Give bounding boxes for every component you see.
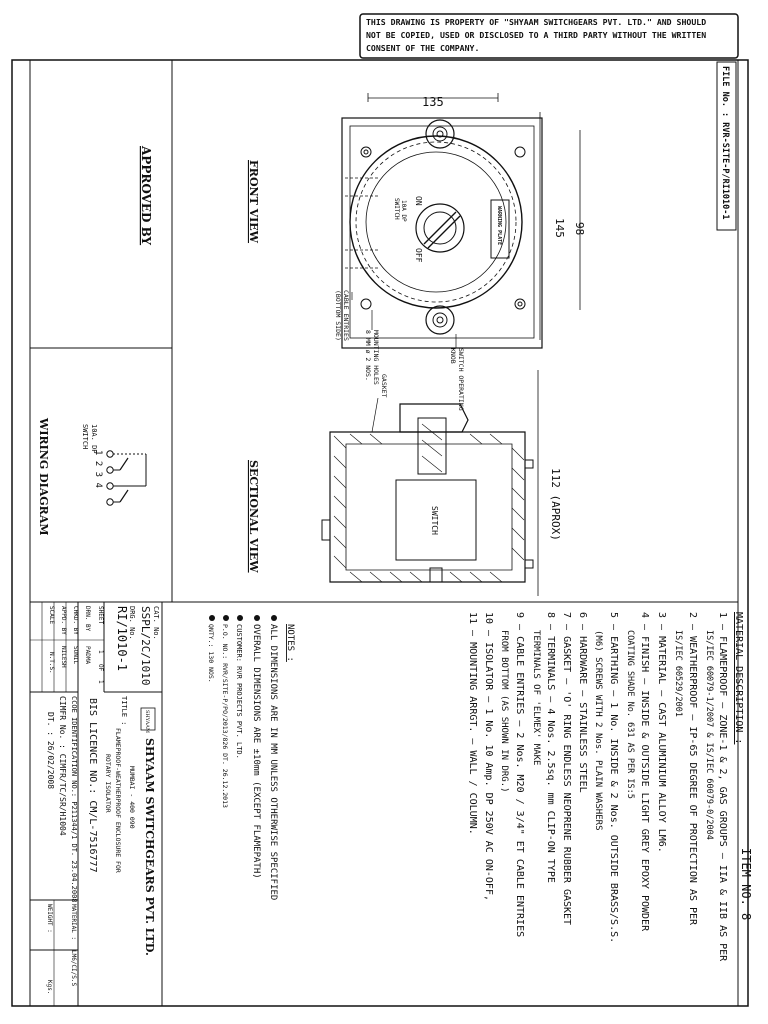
title-label: TITLE : <box>120 696 128 726</box>
material-line: 3 – MATERIAL – CAST ALUMINIUM ALLOY LM6. <box>656 612 667 853</box>
sheet-label: SHEET <box>97 606 104 624</box>
material-line: 5 – EARTHING – 1 No. INSIDE & 2 Nos. OUT… <box>608 612 619 943</box>
material-line: 9 – CABLE ENTRIES – 2 Nos. M20 / 3/4" ET… <box>514 612 525 937</box>
weight-value: Kgs. <box>46 980 53 994</box>
scale-label: SCALE <box>48 606 55 624</box>
material-value: LM6/CI/S.S <box>70 950 77 987</box>
material-line: (M6) SCREWS WITH 2 Nos. PLAIN WASHERS <box>593 630 603 830</box>
material-line: IS/IEC 60529/2001 <box>673 630 683 717</box>
file-no: FILE No. : RVR-SITE-P/RI1010-1 <box>720 66 730 220</box>
sheet-1: 1 <box>97 650 104 654</box>
note-line: P.O. NO.: RVR/SITE-P/PO/2013/826 DT. 26.… <box>221 624 229 808</box>
material-line: TERMINALS OF 'ELMEX' MAKE <box>531 630 541 765</box>
drn-label: DRN. BY <box>84 606 91 632</box>
cimfr-dt: DT. : 26/02/2008 <box>46 712 55 789</box>
dim-width: 135 <box>422 95 444 109</box>
label-on: ON <box>414 196 423 206</box>
wiring-diagram: 10A. DP SWITCH 1 2 3 4 WIRING DIAGRAM <box>37 417 147 536</box>
appd-by: NILESH <box>60 646 67 668</box>
sheet-2: 1 <box>97 680 104 684</box>
wiring-title: WIRING DIAGRAM <box>37 417 50 536</box>
approved-by: APPROVED BY <box>139 145 153 246</box>
front-view: FRONT VIEW 135 145 98 <box>247 93 586 411</box>
note-line: OVERALL DIMENSIONS ARE ±10mm (EXCEPT FLA… <box>251 624 261 879</box>
material-line: IS/IEC 60079-1/2007 & IS/IEC 60079-0/200… <box>704 630 714 840</box>
title-line-1: FLAMEPROOF-WEATHERPROOF ENCLOSURE FOR <box>114 728 122 873</box>
sectional-view-title: SECTIONAL VIEW <box>247 460 260 573</box>
material-line: 10 – ISOLATOR – 1 No. 10 Amp. DP 250V AC… <box>483 612 494 901</box>
cable-entries-1: CABLE ENTRIES <box>342 290 350 341</box>
title-block: CAT. No. SSPL/2C/1010 DRG. No. RI/1010-1… <box>30 602 163 1006</box>
chkd-label: CHKD. BY <box>72 606 79 635</box>
scale: N.T.S. <box>48 652 55 674</box>
material-line: 8 – TERMINALS – 4 Nos. 2.5sq. mm CLIP-ON… <box>545 612 556 883</box>
ccoe-id: CCOE IDENTIFICATION NO.: P211344/1 DT. 2… <box>70 696 78 903</box>
mounting-holes-2: 8 MM ø 2 NOS. <box>364 330 372 381</box>
drg-no-label: DRG. No. <box>128 606 136 640</box>
cat-no-label: CAT. No. <box>152 606 160 640</box>
title-line-2: ROTARY ISOLATOR <box>104 754 112 813</box>
cimfr-no: CIMFR No. : CIMFR/TC/SR/H1004 <box>58 696 67 836</box>
item-no: ITEM NO. 8 <box>739 848 753 920</box>
notice-box <box>359 13 739 59</box>
dim-inner: 98 <box>573 222 586 235</box>
notes-title: NOTES : <box>285 624 295 662</box>
sectional-view: SECTIONAL VIEW GASKET 112 (APROX) SWITCH <box>247 370 562 596</box>
material-line: 1 – FLAMEPROOF – ZONE-1 & 2, GAS GROUPS … <box>717 612 728 962</box>
mounting-holes-1: MOUNTING HOLES <box>372 330 380 385</box>
material-line: 7 – GASKET – 'O' RING ENDLESS NEOPRENE R… <box>561 612 572 925</box>
material-line: 4 – FINISH – INSIDE & OUTSIDE LIGHT GREY… <box>639 612 650 932</box>
cat-no: SSPL/2C/1010 <box>139 606 152 685</box>
weight-label: WEIGHT : <box>46 904 53 933</box>
material-label: MATERIAL : <box>70 904 77 940</box>
note-line: CUSTOMER: RVR PROJECTS PVT. LTD. <box>235 624 243 759</box>
material-title: MATERIAL DESCRIPTION : <box>733 612 744 744</box>
switch-label: SWITCH <box>430 506 439 535</box>
notes: NOTES : ALL DIMENSIONS ARE IN MM UNLESS … <box>207 615 295 900</box>
dim-depth: 112 (APROX) <box>549 468 562 541</box>
wiring-label-2: SWITCH <box>81 424 89 449</box>
label-off: OFF <box>414 248 423 263</box>
warning-plate-label: WARNING PLATE <box>496 206 502 245</box>
material-line: FROM BOTTOM (AS SHOWN IN DRG.) <box>499 630 509 793</box>
front-view-title: FRONT VIEW <box>247 160 260 244</box>
company-name: SHYAAM SWITCHGEARS PVT. LTD. <box>143 738 156 956</box>
notice-line-2: NOT BE COPIED, USED OR DISCLOSED TO A TH… <box>366 30 706 40</box>
gasket-label: GASKET <box>380 374 388 398</box>
chkd-by: SUNIL <box>72 646 79 664</box>
dim-height: 145 <box>553 218 566 238</box>
wiring-terminals: 1 2 3 4 <box>93 450 103 488</box>
company-logo-text: SHYAAM <box>144 710 150 733</box>
drn-by: PADMA <box>84 646 91 664</box>
wiring-label-1: 10A. DP <box>90 424 98 454</box>
note-line: ALL DIMENSIONS ARE IN MM UNLESS OTHERWIS… <box>268 624 278 900</box>
drg-no: RI/1010-1 <box>115 606 129 671</box>
company-city: MUMBAI - 400 090 <box>128 766 136 829</box>
switch-knob-2: KNOB <box>449 348 457 364</box>
company-logo <box>140 707 156 731</box>
file-no-box <box>716 61 737 231</box>
notice-line-3: CONSENT OF THE COMPANY. <box>366 43 479 53</box>
material-description: MATERIAL DESCRIPTION : 1 – FLAMEPROOF – … <box>467 612 744 962</box>
appd-label: APPD. BY <box>60 606 67 635</box>
switch-rating-1: 10A DP <box>400 200 407 222</box>
sheet-of: OF <box>97 664 104 672</box>
note-line: QNTY.: 130 NOS. <box>207 624 215 683</box>
material-line: 6 – HARDWARE – STAINLESS STEEL <box>577 612 588 793</box>
switch-rating-2: SWITCH <box>393 198 400 220</box>
cable-entries-2: (BOTTOM SIDE) <box>334 290 342 341</box>
material-line: COATING SHADE No. 631 AS PER IS:5 <box>625 630 635 799</box>
outer-border <box>11 59 749 1007</box>
bis-licence: BIS LICENCE NO.: CM/L-7516777 <box>87 698 98 873</box>
material-line: 11 – MOUNTING ARRGT. – WALL / COLUMN. <box>467 612 478 835</box>
switch-knob-1: SWITCH OPERATING <box>457 348 465 411</box>
notice-line-1: THIS DRAWING IS PROPERTY OF "SHYAAM SWIT… <box>366 17 706 27</box>
material-line: 2 – WEATHERPROOF – IP-65 DEGREE OF PROTE… <box>687 612 698 926</box>
warning-plate <box>490 199 510 259</box>
